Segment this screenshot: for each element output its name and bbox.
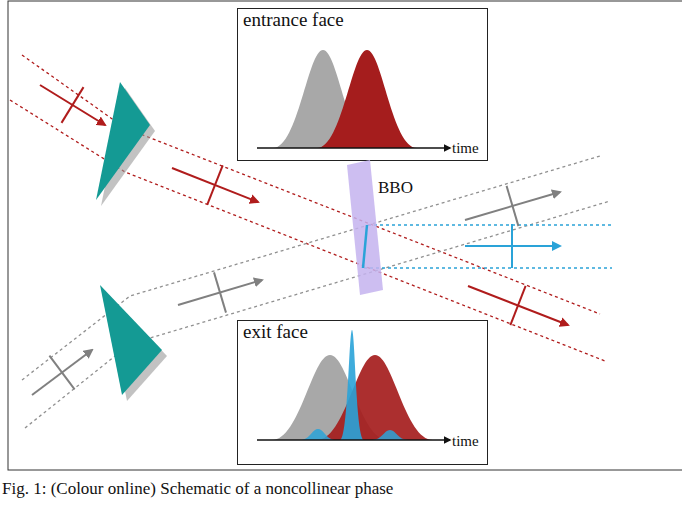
axis-label: time [452,433,479,450]
polarisation-cross [507,186,519,226]
node-title: exit face [243,322,308,343]
blue-beam [364,225,612,268]
polarisation-cross [61,87,83,123]
exit-pulses [257,330,450,440]
polarisation-cross [510,286,525,325]
bbo-crystal [340,155,420,300]
polarisation-cross [214,272,226,312]
figure-caption: Fig. 1: (Colour online) Schematic of a n… [2,479,393,499]
polarisation-cross [49,356,74,390]
prism [96,82,150,200]
inset-box: entrance face time [237,8,488,161]
crystal: BBO [340,155,420,300]
node-title: entrance face [243,10,344,31]
crystal-body [347,160,383,295]
polarisation-cross [511,224,513,268]
entrance-pulses [257,50,450,148]
polarisation-cross [207,165,222,204]
beam-arrow [40,85,105,125]
axis-label: time [452,140,479,157]
signal-generation [363,225,367,268]
prism [100,285,162,395]
beam-arrow [32,350,92,395]
node-title: BBO [378,179,413,198]
inset-ground [237,8,488,161]
inset-ground [237,320,488,465]
inset-box: exit face time [237,320,488,465]
figure-frame [8,1,682,470]
